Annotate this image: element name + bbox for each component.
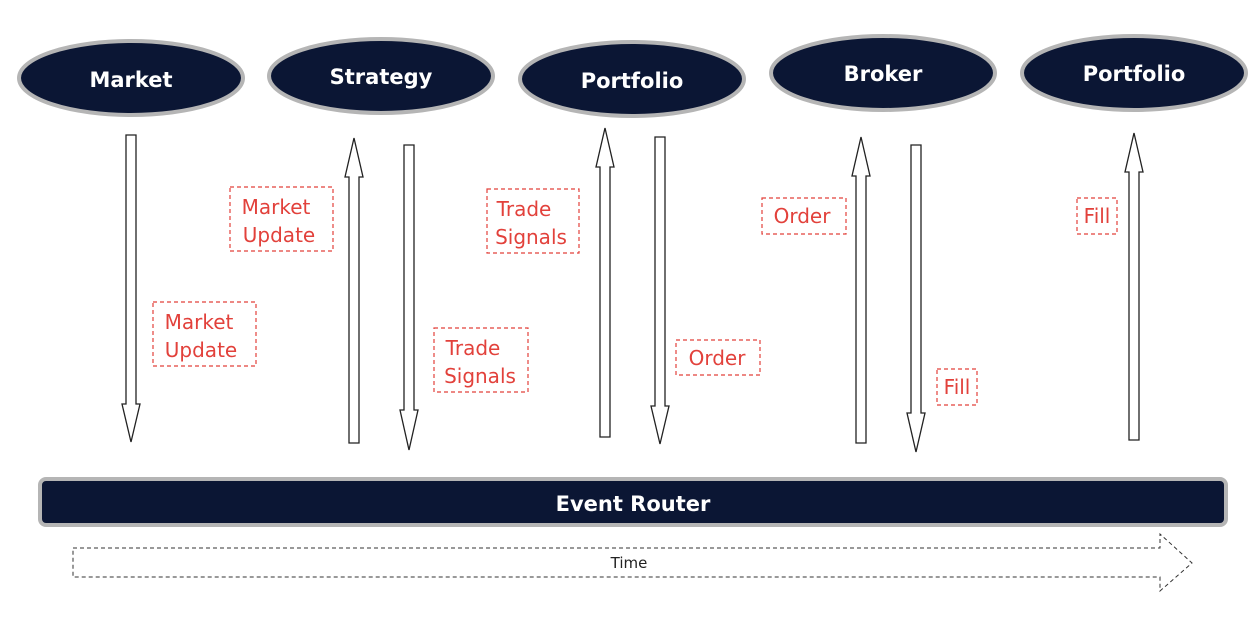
event-label-line: Signals	[495, 225, 567, 249]
event-label-line: Trade	[445, 336, 501, 360]
arrow-strategy-up	[344, 137, 364, 444]
node-strategy: Strategy	[267, 37, 495, 115]
node-portfolio: Portfolio	[518, 40, 746, 118]
event-label-trade-signals-up: Trade Signals	[486, 188, 580, 254]
event-label-line: Order	[689, 346, 747, 370]
time-label: Time	[610, 554, 648, 572]
event-label-fill-up: Fill	[1076, 197, 1118, 235]
event-label-market-update-up: Market Update	[229, 186, 334, 252]
arrow-broker-down	[906, 144, 926, 453]
event-router: Event Router	[38, 477, 1228, 527]
event-label-order-down: Order	[675, 339, 761, 376]
event-label-line: Trade	[496, 197, 552, 221]
event-label-line: Signals	[444, 364, 516, 388]
node-strategy-label: Strategy	[330, 65, 433, 89]
event-label-line: Update	[243, 223, 315, 247]
event-label-line: Fill	[1084, 204, 1111, 228]
arrow-portfolio-final-up	[1124, 132, 1144, 441]
event-label-market-update-down: Market Update	[152, 301, 257, 367]
event-label-order-up: Order	[761, 197, 847, 235]
event-label-line: Order	[774, 204, 832, 228]
arrow-market-down	[121, 134, 141, 443]
node-market: Market	[17, 39, 245, 117]
node-portfolio-final: Portfolio	[1020, 34, 1248, 112]
node-broker: Broker	[769, 34, 997, 112]
arrow-portfolio-down	[650, 136, 670, 445]
arrow-portfolio-up	[595, 127, 615, 438]
event-label-fill-down: Fill	[936, 368, 978, 406]
node-portfolio-label: Portfolio	[581, 69, 684, 93]
arrow-strategy-down	[399, 144, 419, 451]
time-arrow: Time	[72, 532, 1193, 593]
event-label-line: Market	[165, 310, 234, 334]
node-market-label: Market	[89, 68, 172, 92]
event-label-trade-signals-down: Trade Signals	[433, 327, 529, 393]
event-label-line: Market	[242, 195, 311, 219]
node-portfolio-final-label: Portfolio	[1083, 62, 1186, 86]
event-label-line: Update	[165, 338, 237, 362]
arrow-broker-up	[851, 136, 871, 444]
event-label-line: Fill	[944, 375, 971, 399]
event-router-label: Event Router	[556, 492, 711, 516]
node-broker-label: Broker	[844, 62, 923, 86]
